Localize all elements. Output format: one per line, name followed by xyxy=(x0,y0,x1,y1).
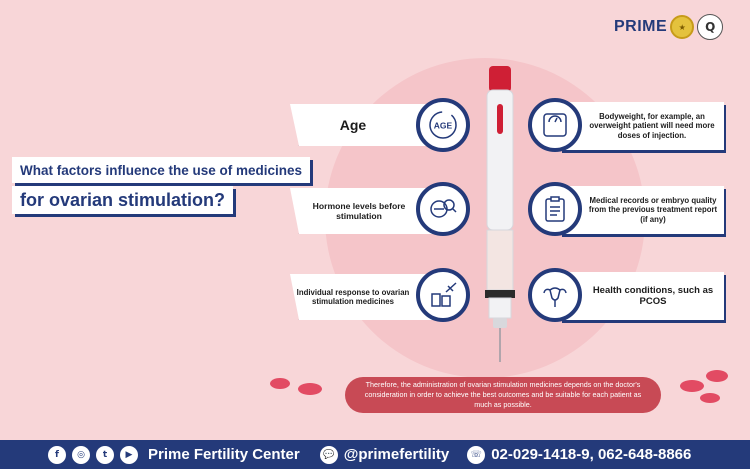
title-line-2: for ovarian stimulation? xyxy=(12,186,234,214)
factor-text-response: Individual response to ovarian stimulati… xyxy=(296,287,410,306)
uterus-icon xyxy=(528,268,582,322)
twitter-icon[interactable]: t xyxy=(96,445,114,464)
center-name: Prime Fertility Center xyxy=(148,446,300,463)
brand-name: PRIME xyxy=(614,18,668,35)
instagram-icon[interactable]: ◎ xyxy=(72,445,90,464)
quality-badge-icon: Q xyxy=(697,14,724,40)
factor-card-health: Health conditions, such as PCOS xyxy=(560,272,724,320)
hormone-icon xyxy=(416,182,470,236)
contact-footer: f ◎ t ▶ Prime Fertility Center 💬 @primef… xyxy=(0,440,750,469)
factor-text-hormone: Hormone levels before stimulation xyxy=(312,200,406,221)
brand-logo: PRIME ★ Q xyxy=(614,14,724,40)
line-icon[interactable]: 💬 xyxy=(319,445,338,464)
pill-decoration xyxy=(680,380,704,392)
conclusion-note: Therefore, the administration of ovarian… xyxy=(345,377,661,413)
factor-text-records: Medical records or embryo quality from t… xyxy=(588,195,718,224)
factor-card-bodyweight: Bodyweight, for example, an overweight p… xyxy=(560,102,724,150)
phone-numbers[interactable]: 02-029-1418-9, 062-648-8866 xyxy=(491,446,692,463)
line-handle[interactable]: @primefertility xyxy=(343,446,450,463)
pill-decoration xyxy=(270,378,290,389)
title-text-1: What factors influence the use of medici… xyxy=(20,162,303,178)
factor-text-age: Age xyxy=(339,116,367,133)
factor-text-health: Health conditions, such as PCOS xyxy=(592,284,714,307)
youtube-icon[interactable]: ▶ xyxy=(120,445,138,464)
medicine-response-icon xyxy=(416,268,470,322)
injection-pen-icon xyxy=(485,66,515,362)
age-icon: AGE xyxy=(416,98,470,152)
pill-decoration xyxy=(700,393,720,403)
factor-card-age: Age xyxy=(290,104,440,146)
age-icon-label: AGE xyxy=(434,121,453,131)
phone-icon[interactable]: ☏ xyxy=(467,445,486,464)
pill-decoration xyxy=(706,370,728,382)
title-line-1: What factors influence the use of medici… xyxy=(12,157,311,183)
factor-text-bodyweight: Bodyweight, for example, an overweight p… xyxy=(589,111,715,140)
facebook-icon[interactable]: f xyxy=(48,445,66,464)
clipboard-icon xyxy=(528,182,582,236)
factor-card-records: Medical records or embryo quality from t… xyxy=(560,186,724,234)
pill-decoration xyxy=(298,383,322,395)
factor-card-response: Individual response to ovarian stimulati… xyxy=(290,274,440,320)
title-text-2: for ovarian stimulation? xyxy=(20,189,226,210)
conclusion-text: Therefore, the administration of ovarian… xyxy=(364,380,642,409)
factor-card-hormone: Hormone levels before stimulation xyxy=(290,188,440,234)
scale-icon xyxy=(528,98,582,152)
award-seal-icon: ★ xyxy=(670,15,695,39)
